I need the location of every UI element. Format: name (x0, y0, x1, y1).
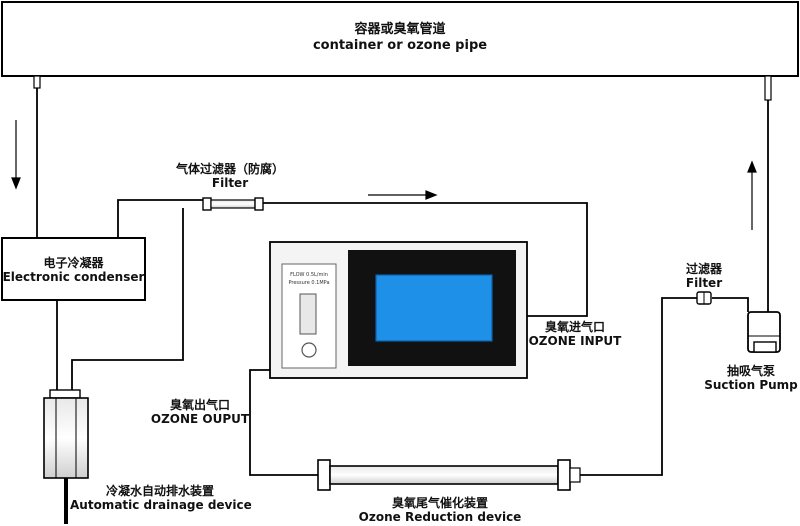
arrow-down-left (11, 120, 21, 190)
suction-pump-label: 抽吸气泵 Suction Pump (702, 364, 800, 393)
condenser-box (1, 237, 146, 301)
ozone-input-label-cn: 臭氧进气口 (544, 320, 605, 334)
container-right-port (764, 75, 772, 101)
flow-arrows (11, 120, 757, 230)
ozone-input-label-en: OZONE INPUT (528, 334, 622, 349)
filter-label-cn: 过滤器 (685, 262, 722, 276)
pipe-filter-to-input (262, 202, 588, 317)
analyzer-panel-line1: FLOW 0.5L/min (290, 272, 328, 278)
gas-filter-label-cn: 气体过滤器（防腐） (175, 162, 284, 176)
reduction-label-cn: 臭氧尾气催化装置 (391, 496, 488, 510)
filter-device (696, 291, 712, 305)
condenser-label: 电子冷凝器 Electronic condenser (2, 256, 145, 285)
container-box (1, 1, 799, 77)
pipes (36, 88, 769, 476)
container-label-en: container or ozone pipe (312, 37, 488, 53)
gas-filter-label-en: Filter (211, 176, 249, 191)
container-label: 容器或臭氧管道 container or ozone pipe (0, 22, 800, 53)
drainage-label-cn: 冷凝水自动排水装置 (105, 484, 214, 498)
pipe-output-to-reduction (249, 369, 318, 476)
arrow-up-right (747, 160, 757, 230)
drainage-label-en: Automatic drainage device (70, 498, 252, 513)
gas-filter-device (202, 197, 264, 211)
filter-label: 过滤器 Filter (664, 262, 744, 291)
ozone-output-label-cn: 臭氧出气口 (169, 398, 230, 412)
reduction-device (317, 459, 581, 491)
ozone-output-label: 臭氧出气口 OZONE OUPUT (150, 398, 250, 427)
ozone-input-label: 臭氧进气口 OZONE INPUT (520, 320, 630, 349)
suction-pump-label-en: Suction Pump (704, 378, 798, 393)
suction-pump-device (747, 311, 781, 353)
condenser-label-cn: 电子冷凝器 (43, 256, 104, 270)
analyzer-display-screen (375, 274, 493, 342)
analyzer-panel-line2: Pressure 0.1MPa (288, 280, 329, 286)
drainage-device (43, 389, 89, 524)
condenser-label-en: Electronic condenser (2, 270, 145, 285)
arrow-right-top (368, 190, 438, 200)
ozone-output-label-en: OZONE OUPUT (150, 412, 250, 427)
drainage-label: 冷凝水自动排水装置 Automatic drainage device (70, 484, 252, 513)
filter-label-en: Filter (685, 276, 723, 291)
pipe-filter-to-pump (712, 297, 749, 312)
reduction-label-en: Ozone Reduction device (358, 510, 522, 525)
pipe-reduction-to-filter (580, 297, 697, 476)
ozone-analyzer-device (269, 241, 528, 379)
container-label-cn: 容器或臭氧管道 (354, 22, 446, 37)
container-left-port (33, 75, 41, 89)
suction-pump-label-cn: 抽吸气泵 (726, 364, 775, 378)
pipe-condenser-to-filter (117, 199, 203, 238)
gas-filter-label: 气体过滤器（防腐） Filter (155, 162, 305, 191)
pipe-drain-to-filter (71, 208, 184, 390)
reduction-label: 臭氧尾气催化装置 Ozone Reduction device (355, 496, 525, 525)
